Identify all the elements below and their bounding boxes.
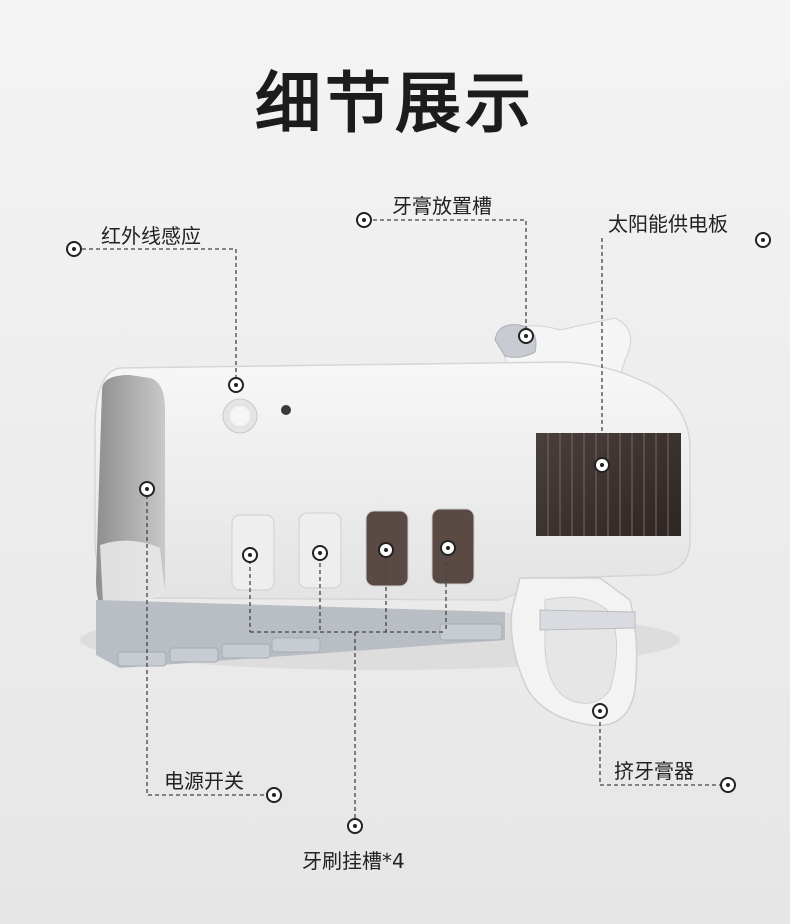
indicator-light: [281, 405, 291, 415]
marker-toothpaste-holder: [518, 328, 534, 344]
solar-panel: [536, 433, 681, 536]
callout-solar-panel: 太阳能供电板: [608, 212, 728, 236]
hook-3: [221, 643, 271, 659]
marker-power-switch: [139, 481, 155, 497]
marker-power-label: [266, 787, 282, 803]
marker-slot-2: [312, 545, 328, 561]
marker-infrared-label: [66, 241, 82, 257]
callout-squeezer: 挤牙膏器: [614, 759, 694, 783]
marker-solar-panel: [594, 457, 610, 473]
marker-slot-4: [440, 540, 456, 556]
page-title: 细节展示: [255, 65, 535, 142]
marker-squeezer-label: [720, 777, 736, 793]
hook-4: [271, 637, 321, 653]
callout-infrared: 红外线感应: [101, 224, 201, 248]
marker-solar-label: [755, 232, 771, 248]
marker-toothpaste-label: [356, 212, 372, 228]
marker-brush-label: [347, 818, 363, 834]
hook-1: [117, 651, 167, 667]
callout-power-switch: 电源开关: [164, 769, 244, 793]
callout-toothpaste-slot: 牙膏放置槽: [392, 194, 492, 218]
callout-brush-holder: 牙刷挂槽*4: [302, 849, 405, 873]
leader-lines: [82, 219, 722, 820]
marker-infrared-sensor: [228, 377, 244, 393]
marker-slot-1: [242, 547, 258, 563]
marker-slot-3: [378, 542, 394, 558]
marker-squeezer: [592, 703, 608, 719]
hook-2: [169, 647, 219, 663]
